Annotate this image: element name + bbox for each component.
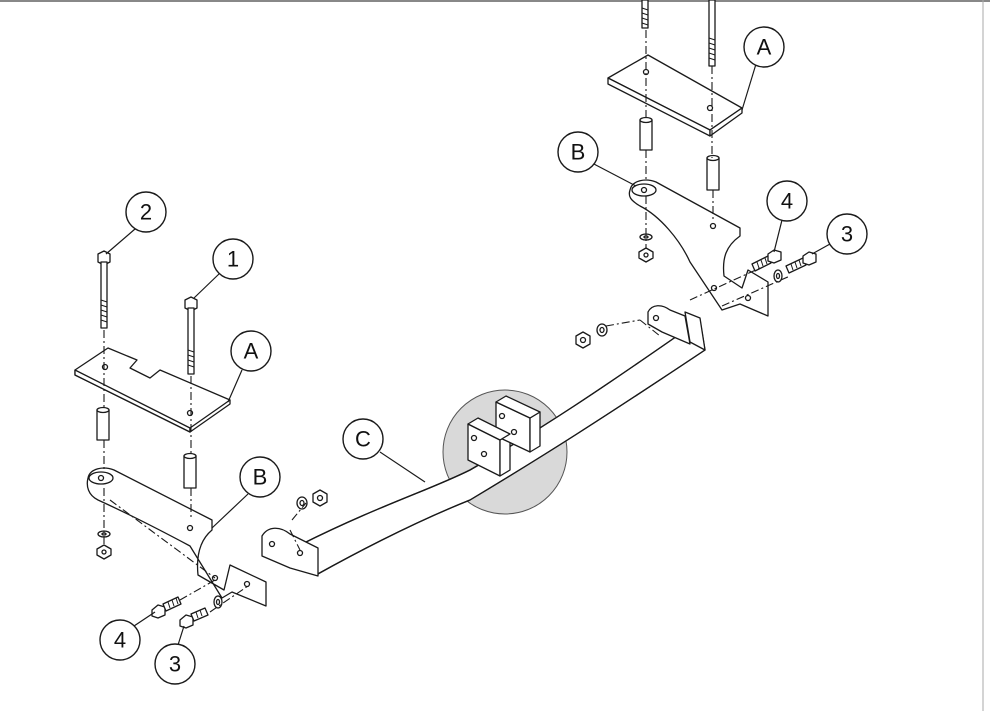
left-short-bolt: [184, 296, 198, 375]
callout-b-right: B: [557, 131, 637, 187]
callout-4-right: 4: [766, 180, 808, 253]
callout-a-right: A: [741, 26, 785, 111]
callout-4-left: 4: [99, 611, 156, 661]
callout-label: 1: [227, 247, 239, 272]
left-side-bolts: [151, 595, 223, 629]
callout-a-left: A: [227, 330, 272, 403]
callout-c: C: [342, 418, 426, 483]
callout-b-left: B: [211, 456, 281, 529]
callout-label: C: [355, 427, 371, 452]
left-frame-bracket: [86, 467, 267, 607]
right-assembly-lines: [605, 30, 791, 337]
left-long-bolt: [97, 250, 111, 329]
left-crossbar-nut-washer: [296, 489, 328, 510]
callout-2: 2: [105, 191, 167, 255]
callout-label: 4: [781, 189, 793, 214]
callout-label: 3: [169, 652, 181, 677]
callout-label: A: [244, 339, 259, 364]
right-top-bolts: [641, 0, 716, 67]
right-side-bolts: [751, 249, 817, 283]
left-assembly-lines: [103, 330, 307, 613]
callout-label: B: [253, 465, 268, 490]
left-nut-washer-stack: [96, 530, 112, 560]
callout-label: 2: [140, 200, 152, 225]
callout-label: B: [571, 140, 586, 165]
right-frame-bracket: [628, 179, 769, 317]
callout-1: 1: [193, 238, 254, 299]
callout-label: 4: [114, 628, 126, 653]
left-spacer-tubes: [96, 406, 197, 489]
center-receiver-mount: [467, 395, 541, 477]
callout-label: A: [757, 35, 772, 60]
crossbar-tube: [261, 305, 706, 577]
right-mounting-plate: [607, 54, 743, 137]
callout-3-left: 3: [154, 625, 196, 685]
callout-3-right: 3: [811, 213, 868, 255]
callout-label: 3: [841, 222, 853, 247]
right-crossbar-nut-washer: [575, 323, 608, 349]
